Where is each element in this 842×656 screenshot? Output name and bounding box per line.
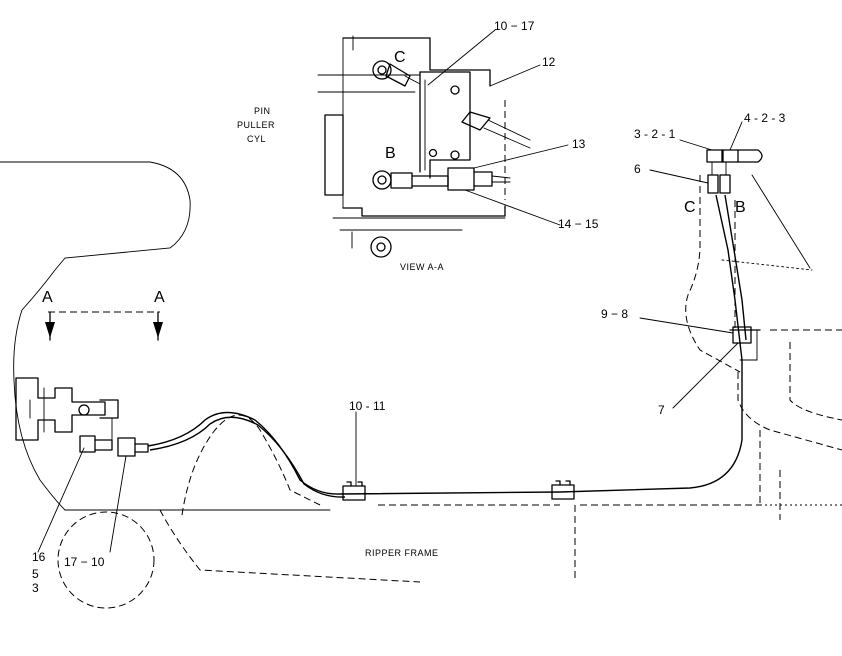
port-b-right-label: B [735,199,746,216]
hose-routing [147,194,747,501]
ripper-frame-label: RIPPER FRAME [365,548,439,558]
callout-9-8: 9 − 8 [601,307,628,321]
pin-puller-label-line2: PULLER [237,120,275,130]
right-bracket-outline [685,174,842,451]
callout-10-17: 10 − 17 [494,19,535,33]
leader-lines [37,121,743,553]
view-a-a-detail [317,29,569,258]
callout-16: 16 [32,550,46,564]
frame-outline [57,414,842,609]
callout-7: 7 [658,403,665,417]
section-mark-right: A [154,289,165,306]
pin-puller-label-line3: CYL [247,134,266,144]
callout-10-11: 10 - 11 [349,399,386,413]
cylinder-outline [0,161,331,511]
section-mark-left: A [42,289,53,306]
callout-5: 5 [32,567,39,581]
callout-3: 3 [32,581,39,595]
callout-6: 6 [634,162,641,176]
callout-3-2-1: 3 - 2 - 1 [634,127,676,141]
view-a-a-label: VIEW A-A [400,262,444,272]
port-b-view-label: B [385,145,396,162]
labels: PIN PULLER CYL VIEW A-A RIPPER FRAME C B… [32,19,786,595]
callout-12: 12 [542,55,556,69]
callout-17-10: 17 − 10 [64,555,105,569]
callout-14-15: 14 − 15 [558,217,599,231]
pin-puller-label-line1: PIN [254,106,271,116]
cylinder-end-fittings [15,377,149,457]
right-fittings [706,149,763,344]
callout-13: 13 [572,137,586,151]
callout-4-2-3: 4 - 2 - 3 [744,111,786,125]
port-c-right-label: C [684,199,696,216]
section-cut-line [45,311,163,341]
port-c-view-label: C [394,49,406,66]
